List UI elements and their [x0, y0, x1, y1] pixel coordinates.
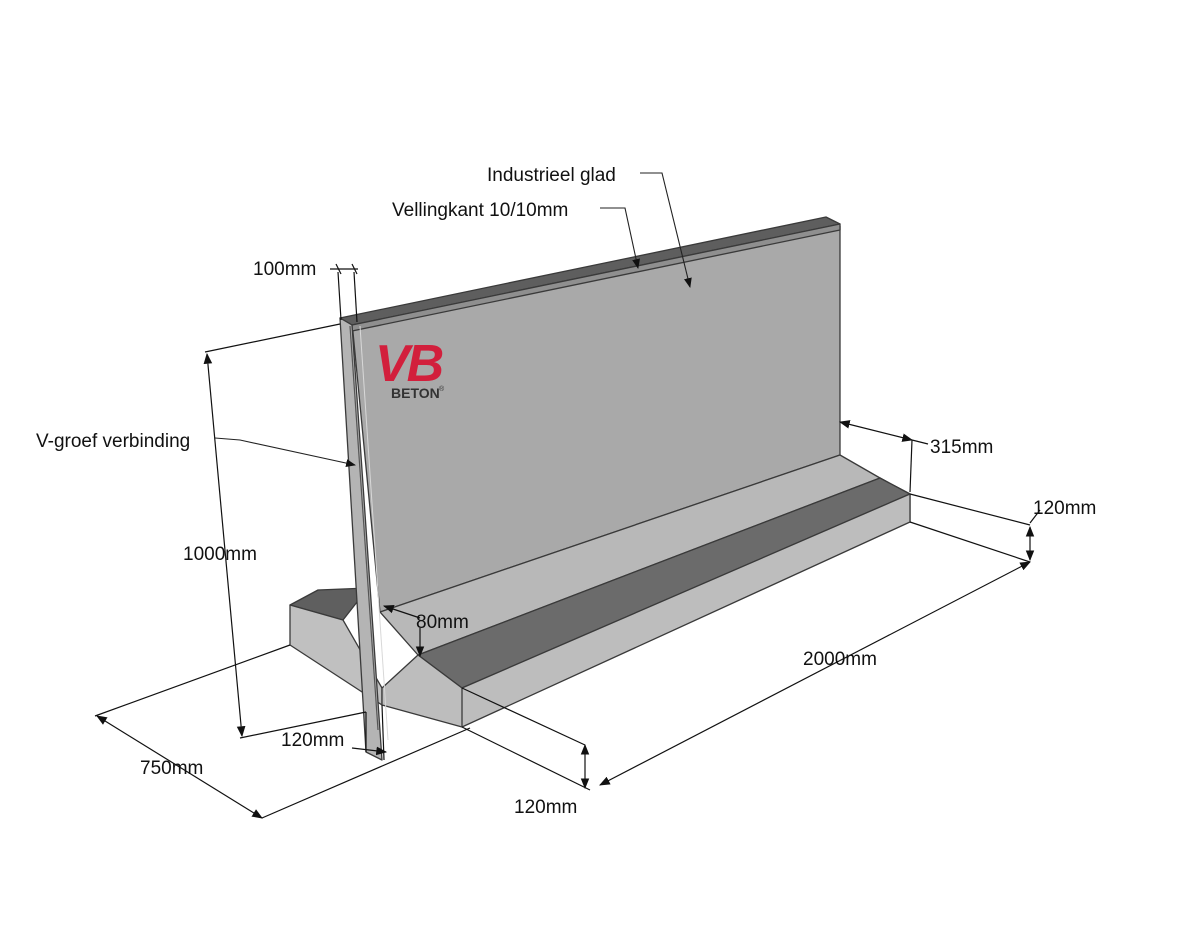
label-base-right: 120mm — [1033, 498, 1096, 519]
base-front-ext — [461, 726, 591, 791]
base-right-ext-top — [909, 493, 1031, 526]
label-finish: Industrieel glad — [487, 165, 616, 186]
label-heel: 315mm — [930, 437, 993, 458]
height-dim — [203, 352, 246, 738]
dimension-labels: Industrieel glad Vellingkant 10/10mm 100… — [36, 165, 1096, 818]
logo-mark: VB — [375, 335, 443, 393]
height-ext-top — [204, 323, 341, 353]
logo-registered: ® — [439, 385, 445, 393]
finish-leader — [640, 172, 692, 288]
depth-ext-b — [261, 727, 471, 819]
label-length: 2000mm — [803, 649, 877, 670]
depth-ext-a — [94, 644, 291, 717]
v-groove-line — [349, 325, 379, 731]
label-wall-thickness: 100mm — [253, 259, 316, 280]
label-base-front: 120mm — [514, 797, 577, 818]
label-wall-base: 120mm — [281, 730, 344, 751]
wall-base-dim — [351, 746, 388, 756]
v-groove-highlight — [359, 325, 389, 741]
annotation-lines — [94, 172, 1041, 819]
label-chamfer: Vellingkant 10/10mm — [392, 200, 568, 221]
base-right-ext-bottom — [909, 521, 1031, 563]
haunch-dim-a — [382, 604, 421, 619]
label-height: 1000mm — [183, 544, 257, 565]
vb-beton-logo: VB BETON ® — [375, 335, 446, 401]
label-depth: 750mm — [140, 758, 203, 779]
label-joint: V-groef verbinding — [36, 431, 190, 452]
length-dim — [599, 561, 1031, 786]
joint-leader — [214, 437, 356, 467]
wall-end-face — [339, 317, 383, 761]
depth-dim — [96, 715, 263, 819]
logo-text: BETON — [391, 385, 440, 401]
concrete-element — [289, 216, 911, 761]
label-haunch: 80mm — [416, 612, 469, 633]
chamfer-leader — [600, 207, 640, 269]
heel-dim — [838, 420, 914, 442]
